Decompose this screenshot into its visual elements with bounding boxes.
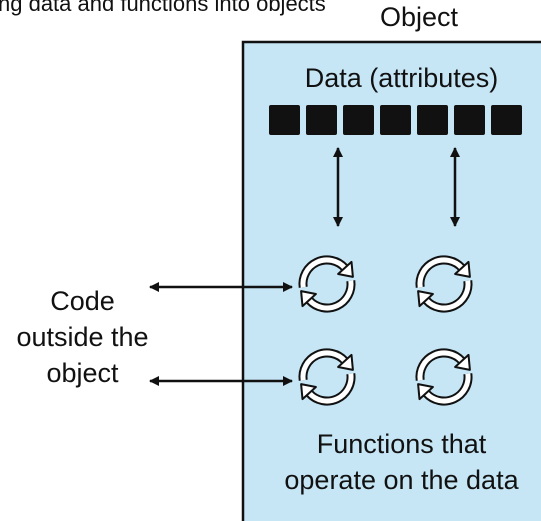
object-title: Object: [379, 2, 459, 32]
attribute-square: [454, 105, 485, 135]
function-cycle-icon: [415, 255, 473, 313]
outside-code-label-line-1: Code: [50, 286, 115, 316]
attribute-square: [269, 105, 300, 135]
function-cycle-icon: [298, 255, 356, 313]
attribute-squares: [269, 105, 522, 135]
outside-code-label: Code outside the object: [0, 283, 165, 391]
function-cycle-icon: [298, 348, 356, 406]
functions-label: Functions that operate on the data: [262, 426, 541, 498]
cropped-title-fragment: ng data and functions into objects: [0, 0, 326, 16]
outside-code-label-line-2: outside the: [16, 322, 149, 352]
attribute-square: [417, 105, 448, 135]
attribute-square: [306, 105, 337, 135]
attribute-square: [491, 105, 522, 135]
attribute-square: [343, 105, 374, 135]
outside-code-label-line-3: object: [46, 358, 119, 388]
attribute-square: [380, 105, 411, 135]
function-icons: [298, 255, 473, 406]
function-cycle-icon: [415, 348, 473, 406]
data-attributes-label: Data (attributes): [304, 63, 499, 93]
functions-label-line-1: Functions that: [316, 429, 487, 459]
functions-label-line-2: operate on the data: [284, 465, 519, 495]
